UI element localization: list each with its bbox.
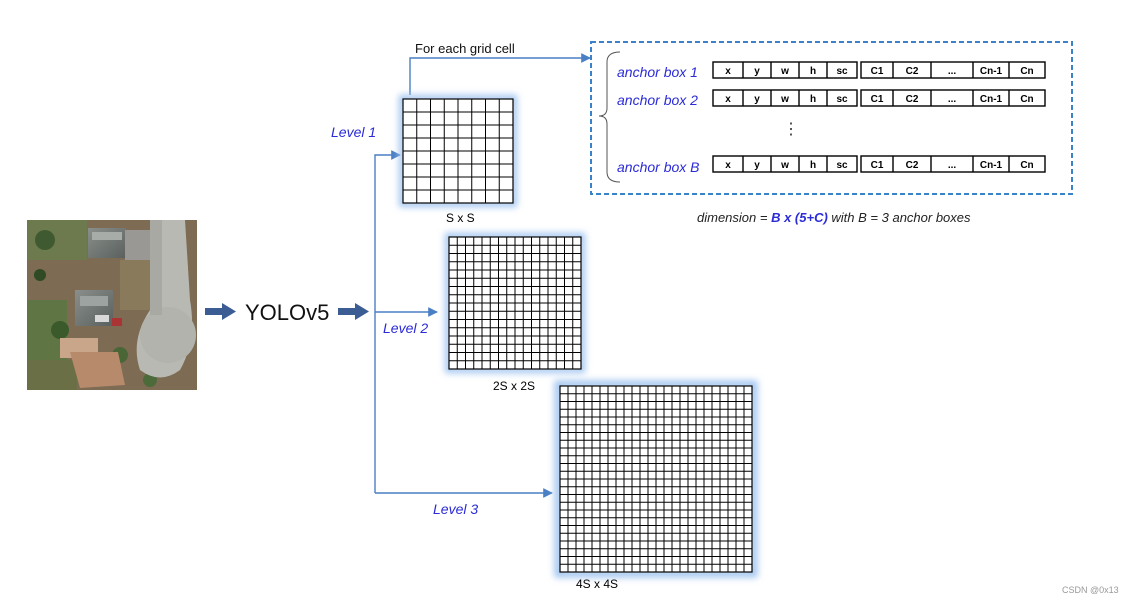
- watermark: CSDN @0x13: [1062, 585, 1119, 595]
- anchor-box-b-label: anchor box B: [617, 159, 700, 175]
- cell-to-anchor-arrow: [409, 53, 591, 95]
- anchor-cell-class: ...: [948, 94, 957, 105]
- anchor-cell-box: w: [780, 160, 789, 171]
- anchor-cell-class: Cn: [1020, 94, 1033, 105]
- level-1-arrow: [374, 150, 401, 493]
- anchor-cell-class: ...: [948, 160, 957, 171]
- anchor-cell-box: x: [725, 94, 731, 105]
- anchor-cell-box: y: [754, 66, 760, 77]
- anchor-cell-class: C1: [871, 94, 884, 105]
- anchor-cell-box: x: [725, 160, 731, 171]
- anchor-box-group: [712, 89, 858, 107]
- dimension-text: dimension = B x (5+C) with B = 3 anchor …: [697, 210, 971, 225]
- anchor-cell-box: h: [810, 66, 816, 77]
- anchor-cell-class: C1: [871, 160, 884, 171]
- anchor-box-2-label: anchor box 2: [617, 92, 698, 108]
- grid-level-1-label: S x S: [446, 211, 475, 225]
- anchor-cell-box: h: [810, 160, 816, 171]
- anchor-box-group: [712, 61, 858, 79]
- anchor-cell-box: x: [725, 66, 731, 77]
- anchor-cell-class: C2: [906, 66, 919, 77]
- anchor-cell-box: sc: [836, 66, 848, 77]
- anchor-cell-box: w: [780, 94, 789, 105]
- grid-lines: [449, 237, 581, 369]
- anchor-cell-class: C2: [906, 160, 919, 171]
- model-label: YOLOv5: [245, 300, 329, 325]
- anchor-cell-class: C1: [871, 66, 884, 77]
- for-each-cell-label: For each grid cell: [415, 41, 515, 56]
- anchor-cell-box: sc: [836, 94, 848, 105]
- grid-lines: [560, 386, 752, 572]
- block-arrow-output: [338, 303, 369, 320]
- anchor-class-group: [860, 89, 1046, 107]
- anchor-cell-class: Cn-1: [980, 160, 1003, 171]
- grid-level-2: [445, 233, 585, 373]
- anchor-cell-class: C2: [906, 94, 919, 105]
- anchor-class-group: [860, 155, 1046, 173]
- vertical-ellipsis: ⋮: [783, 121, 799, 138]
- block-arrow-input: [205, 303, 236, 320]
- anchor-cell-box: h: [810, 94, 816, 105]
- anchor-cell-class: Cn: [1020, 160, 1033, 171]
- anchor-cell-class: ...: [948, 66, 957, 77]
- level-2-label: Level 2: [383, 320, 428, 336]
- anchor-cell-box: y: [754, 160, 760, 171]
- aerial-image: [27, 220, 197, 390]
- grid-level-2-label: 2S x 2S: [493, 379, 535, 393]
- anchor-box-1-label: anchor box 1: [617, 64, 698, 80]
- anchor-cell-box: sc: [836, 160, 848, 171]
- anchor-cell-class: Cn-1: [980, 66, 1003, 77]
- anchor-cell-class: Cn: [1020, 66, 1033, 77]
- anchor-box-group: [712, 155, 858, 173]
- level-1-label: Level 1: [331, 124, 376, 140]
- grid-level-3: [554, 380, 758, 578]
- level-3-label: Level 3: [433, 501, 478, 517]
- dimension-suffix: with B = 3 anchor boxes: [828, 210, 971, 225]
- dimension-prefix: dimension =: [697, 210, 771, 225]
- anchor-cell-box: w: [780, 66, 789, 77]
- anchor-cell-box: y: [754, 94, 760, 105]
- grid-level-1: [399, 95, 517, 207]
- grid-level-3-label: 4S x 4S: [576, 577, 618, 591]
- dimension-formula: B x (5+C): [771, 210, 828, 225]
- level-connectors: [374, 53, 591, 498]
- anchor-box-panel: [590, 41, 1073, 195]
- anchor-cell-class: Cn-1: [980, 94, 1003, 105]
- grid-lines: [403, 99, 513, 203]
- anchor-class-group: [860, 61, 1046, 79]
